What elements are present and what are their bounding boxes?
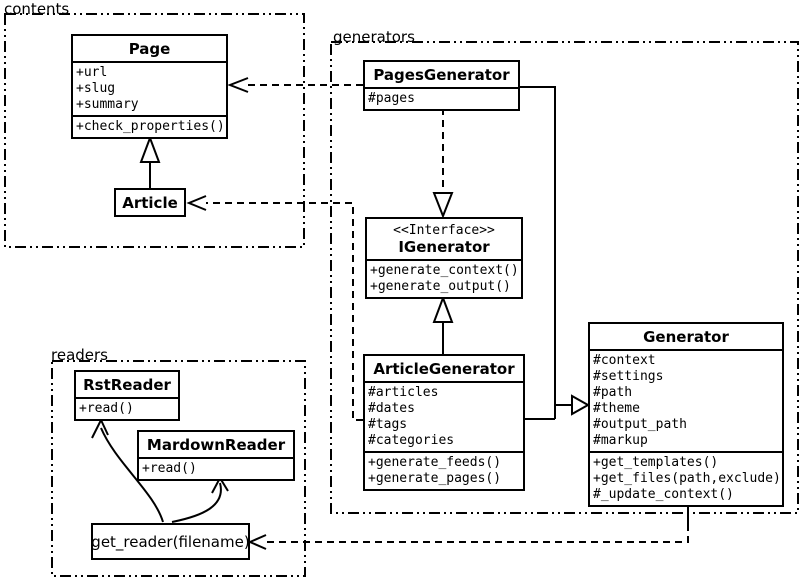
function-label-get-reader: get_reader(filename) (91, 532, 250, 551)
attribute: +url (76, 65, 108, 80)
attribute: #tags (368, 417, 408, 432)
method: +read() (142, 461, 197, 476)
attributes-section: #context #settings #path #theme #output_… (590, 351, 782, 453)
method: +generate_pages() (368, 471, 502, 486)
attribute: +summary (76, 97, 139, 112)
attributes-section: #pages (365, 89, 518, 109)
function-box-get-reader: get_reader(filename) (91, 523, 250, 560)
class-box-articlegenerator: ArticleGenerator #articles #dates #tags … (363, 354, 525, 491)
methods-section: +check_properties() (73, 117, 226, 137)
attribute: +slug (76, 81, 116, 96)
attribute: #pages (368, 91, 415, 106)
methods-section: +read() (139, 459, 293, 479)
class-name-pagesgenerator: PagesGenerator (365, 62, 518, 89)
attribute: #output_path (593, 417, 687, 432)
attribute: #categories (368, 433, 455, 448)
triangle-head-generator (571, 394, 591, 416)
method: +get_templates() (593, 455, 719, 470)
uses-edge-getreader-to-rstreader (100, 427, 164, 523)
class-box-igenerator: <<Interface>> IGenerator +generate_conte… (365, 217, 523, 299)
class-name-mardownreader: MardownReader (139, 432, 293, 459)
package-label-contents: contents (4, 0, 70, 18)
class-name-articlegenerator: ArticleGenerator (365, 356, 523, 383)
triangle-head-igenerator-top (432, 192, 454, 219)
attribute: #markup (593, 433, 648, 448)
dependency-edge-articlegenerator-to-article (206, 202, 363, 421)
class-name-igenerator: IGenerator (398, 238, 490, 256)
method: +generate_context() (370, 263, 519, 278)
class-box-mardownreader: MardownReader +read() (137, 430, 295, 481)
inheritance-edge-generators-to-generator (520, 86, 572, 420)
class-box-rstreader: RstReader +read() (74, 370, 180, 421)
attribute: #path (593, 385, 633, 400)
method: +read() (79, 401, 134, 416)
open-arrow-getreader (247, 534, 267, 550)
uses-edge-getreader-to-mardownreader (171, 482, 222, 523)
attribute: #theme (593, 401, 640, 416)
package-contents-border (4, 13, 305, 248)
attribute: #dates (368, 401, 415, 416)
attribute: #articles (368, 385, 439, 400)
package-label-generators: generators (333, 28, 415, 46)
method: +generate_output() (370, 279, 511, 294)
attribute: #settings (593, 369, 664, 384)
package-readers-border (51, 360, 306, 577)
class-name-page: Page (73, 36, 226, 63)
open-arrow-page (227, 77, 249, 93)
class-box-article: Article (114, 188, 186, 217)
methods-section: +generate_feeds() +generate_pages() (365, 453, 523, 489)
attributes-section: #articles #dates #tags #categories (365, 383, 523, 453)
method: #_update_context() (593, 487, 734, 502)
package-label-readers: readers (51, 346, 108, 364)
methods-section: +get_templates() +get_files(path,exclude… (590, 453, 782, 505)
method: +get_files(path,exclude) (593, 471, 781, 486)
stereotype-interface: <<Interface>> (393, 223, 495, 238)
methods-section: +generate_context() +generate_output() (367, 261, 521, 297)
methods-section: +read() (76, 399, 178, 419)
class-box-generator: Generator #context #settings #path #them… (588, 322, 784, 507)
class-title-igenerator: <<Interface>> IGenerator (367, 219, 521, 261)
open-arrow-article (186, 195, 207, 211)
class-box-page: Page +url +slug +summary +check_properti… (71, 34, 228, 139)
triangle-head-igenerator-bottom (432, 295, 454, 323)
dependency-edge-generator-to-getreader (266, 524, 689, 543)
class-name-article: Article (122, 194, 178, 212)
package-generators-border (330, 41, 799, 514)
triangle-head-page (139, 135, 161, 163)
class-name-generator: Generator (590, 324, 782, 351)
class-name-rstreader: RstReader (76, 372, 178, 399)
attribute: #context (593, 353, 656, 368)
method: +check_properties() (76, 119, 225, 134)
method: +generate_feeds() (368, 455, 502, 470)
class-box-pagesgenerator: PagesGenerator #pages (363, 60, 520, 111)
attributes-section: +url +slug +summary (73, 63, 226, 117)
